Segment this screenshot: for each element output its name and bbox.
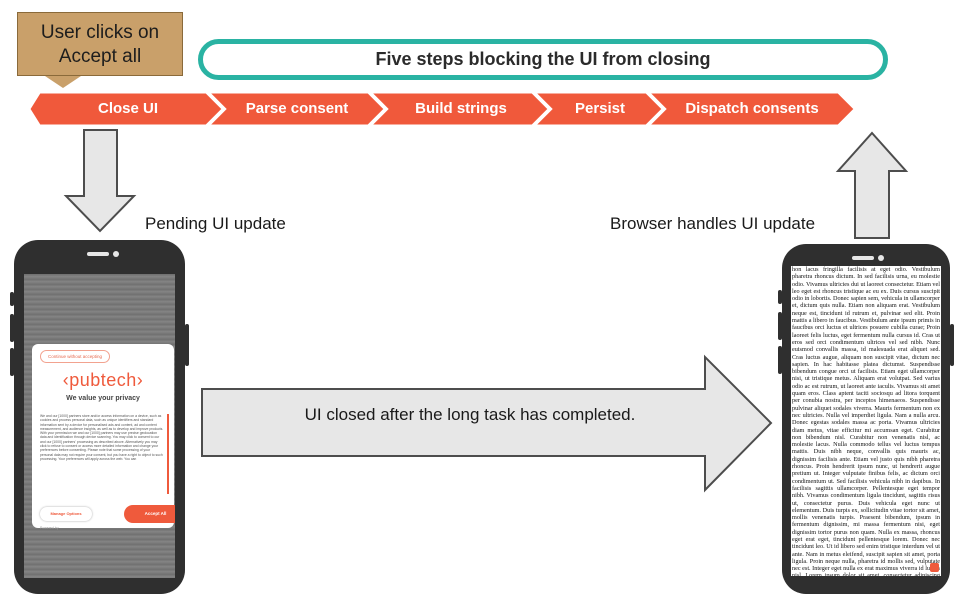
- phone-speaker: [87, 252, 109, 256]
- down-arrow: [63, 129, 137, 233]
- phone-screen-dimmed: Continue without accepting ‹pubtech› We …: [24, 274, 175, 578]
- powered-by-text: Powered by: [40, 526, 59, 530]
- phone-side-button: [10, 348, 14, 376]
- phone-camera: [113, 251, 119, 257]
- modal-scrollbar[interactable]: [167, 414, 169, 494]
- callout-line-1: User clicks on: [40, 22, 160, 43]
- phone-updated: hon lacus fringilla facilisis at eget od…: [778, 244, 954, 594]
- step-label-dispatch-consents: Dispatch consents: [685, 100, 819, 117]
- privacy-title: We value your privacy: [66, 395, 140, 402]
- phone-side-button: [778, 346, 782, 374]
- user-action-callout: User clicks on Accept all: [17, 12, 183, 76]
- blocking-steps-banner: Five steps blocking the UI from closing: [198, 39, 888, 80]
- privacy-body-text: We and our [1000] partners store and/or …: [40, 414, 164, 461]
- phone-power-button: [185, 324, 189, 366]
- phone-side-button: [778, 290, 782, 304]
- step-label-close-ui: Close UI: [97, 100, 158, 117]
- step-label-parse-consent: Parse consent: [245, 100, 349, 117]
- up-arrow: [835, 131, 909, 239]
- manage-options-button[interactable]: Manage Options: [40, 507, 92, 521]
- phone-pending: Continue without accepting ‹pubtech› We …: [10, 240, 189, 594]
- phone-camera: [878, 255, 884, 261]
- continue-without-accepting-button[interactable]: Continue without accepting: [40, 350, 110, 363]
- step-label-build-strings: Build strings: [415, 100, 507, 117]
- step-label-persist: Persist: [574, 100, 626, 117]
- phone-side-button: [10, 314, 14, 342]
- pending-ui-label: Pending UI update: [145, 214, 286, 233]
- consent-modal: Continue without accepting ‹pubtech› We …: [32, 344, 175, 530]
- phone-screen-article: hon lacus fringilla facilisis at eget od…: [791, 266, 941, 576]
- phone-side-button: [778, 312, 782, 340]
- article-text: hon lacus fringilla facilisis at eget od…: [792, 266, 940, 576]
- consent-floating-button[interactable]: [930, 563, 939, 572]
- phone-speaker: [852, 256, 874, 260]
- ui-closed-label: UI closed after the long task has comple…: [304, 405, 636, 424]
- browser-handles-label: Browser handles UI update: [610, 214, 816, 233]
- callout-pointer: [45, 76, 81, 88]
- phone-side-button: [10, 292, 14, 306]
- pubtech-logo: ‹pubtech›: [62, 370, 144, 390]
- accept-all-button[interactable]: Accept All: [124, 505, 175, 523]
- phone-power-button: [950, 324, 954, 366]
- callout-line-2: Accept all: [58, 46, 142, 67]
